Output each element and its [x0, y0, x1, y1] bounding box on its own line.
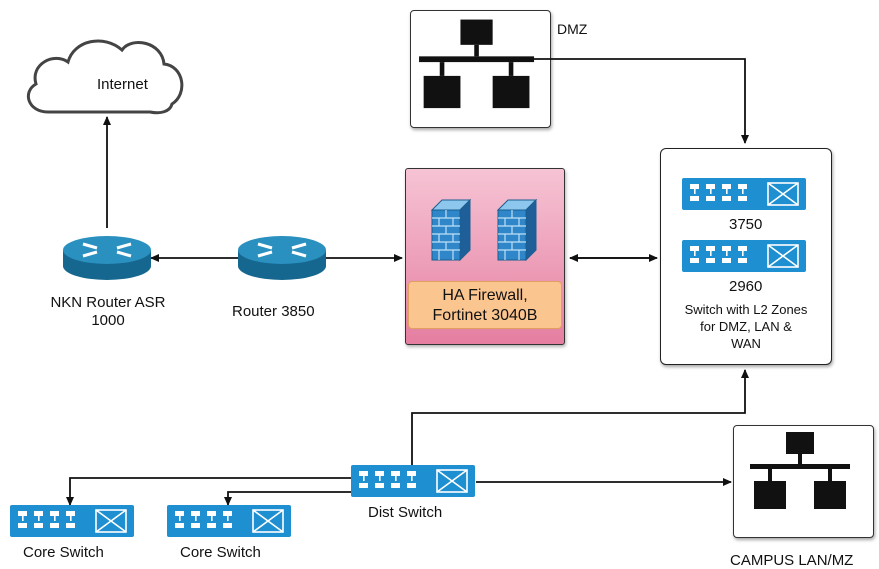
- core-switch-1-label: Core Switch: [23, 544, 104, 561]
- switch-zones-line2: for DMZ, LAN &: [700, 319, 792, 334]
- link-dist-switch-up: [411, 369, 749, 468]
- switch-zones-line3: WAN: [731, 336, 761, 351]
- switch-zones-label: Switch with L2 Zones for DMZ, LAN & WAN: [666, 301, 826, 352]
- nkn-router-icon: [61, 234, 153, 282]
- router-3850-label: Router 3850: [232, 303, 315, 320]
- dist-switch-icon: [350, 464, 476, 498]
- switch-2960-label: 2960: [729, 278, 763, 295]
- switch-3750-label: 3750: [729, 216, 763, 233]
- core-switch-2-icon: [166, 504, 292, 538]
- cloud-icon: [26, 39, 184, 115]
- nkn-router-label-line1: NKN Router ASR: [50, 294, 166, 311]
- core-switch-2-label: Core Switch: [180, 544, 261, 561]
- dmz-network-icon: [419, 19, 535, 109]
- internet-label: Internet: [97, 76, 148, 93]
- campus-network-icon: [750, 432, 850, 509]
- switch-2960-icon: [681, 239, 807, 273]
- firewall-icon: [431, 199, 471, 261]
- router-3850-icon: [236, 234, 328, 282]
- nkn-router-label-line2: 1000: [91, 312, 125, 329]
- nkn-router-label: NKN Router ASR 1000: [38, 294, 178, 330]
- firewall-label-line2: Fortinet 3040B: [432, 307, 538, 324]
- firewall-label: HA Firewall, Fortinet 3040B: [408, 281, 562, 329]
- switch-3750-icon: [681, 177, 807, 211]
- link-dist-core1: [66, 477, 351, 506]
- switch-zones-line1: Switch with L2 Zones: [684, 302, 808, 317]
- dmz-label: DMZ: [557, 21, 588, 37]
- campus-label: CAMPUS LAN/MZ: [730, 552, 854, 569]
- firewall-label-line1: HA Firewall,: [442, 287, 528, 304]
- link-dist-core2: [224, 491, 351, 506]
- firewall-icon: [497, 199, 537, 261]
- dist-switch-label: Dist Switch: [368, 504, 443, 521]
- link-dmz-switch: [490, 58, 749, 144]
- core-switch-1-icon: [9, 504, 135, 538]
